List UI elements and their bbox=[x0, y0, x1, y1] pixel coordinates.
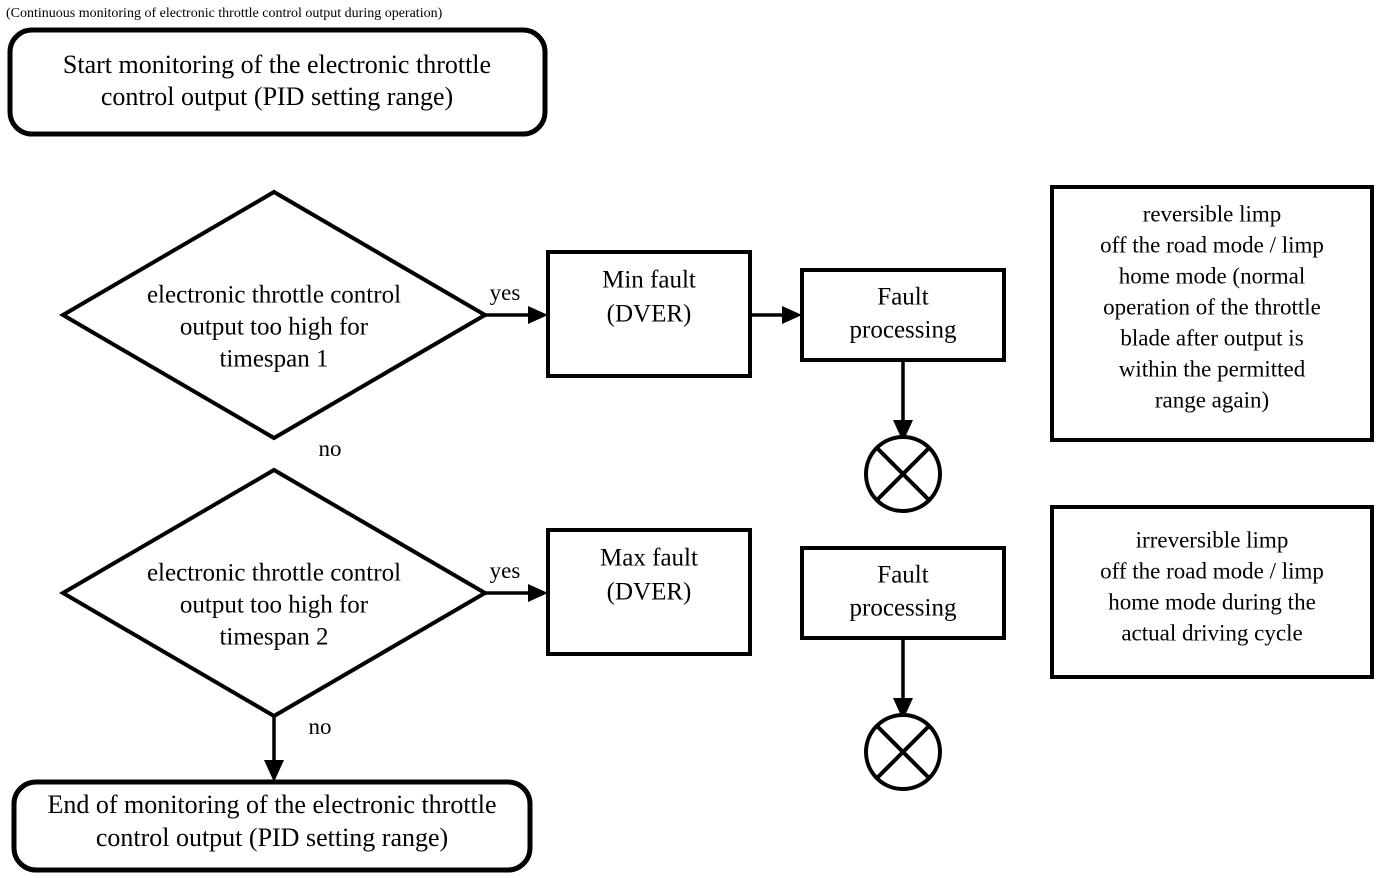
note-irreversible-line3: home mode during the bbox=[1108, 589, 1316, 614]
note-reversible-line4: operation of the throttle bbox=[1103, 294, 1321, 319]
note-reversible-line2: off the road mode / limp bbox=[1100, 232, 1324, 257]
edge-decision2-yes: yes bbox=[485, 558, 548, 602]
decision-node-timespan-2: electronic throttle control output too h… bbox=[59, 467, 489, 719]
decision-node-timespan-1: electronic throttle control output too h… bbox=[59, 189, 489, 441]
start-node: Start monitoring of the electronic throt… bbox=[7, 27, 548, 137]
decision-2-line1: electronic throttle control bbox=[147, 560, 401, 587]
note-reversible-line7: range again) bbox=[1155, 387, 1269, 412]
end-node-shape bbox=[11, 779, 533, 873]
edge-decision2-no: no bbox=[264, 714, 332, 782]
max-fault-node: Max fault (DVER) bbox=[546, 528, 752, 656]
edge-label-no-1: no bbox=[319, 436, 342, 461]
note-irreversible-line1: irreversible limp bbox=[1136, 527, 1289, 552]
edge-minfault-to-faultproc1 bbox=[750, 306, 802, 324]
diagram-caption: (Continuous monitoring of electronic thr… bbox=[6, 6, 443, 21]
fault-processing-2-line2: processing bbox=[850, 595, 957, 622]
max-fault-shape bbox=[546, 528, 752, 656]
edge-label-yes-1: yes bbox=[490, 280, 521, 305]
edge-minfault-arrowhead bbox=[782, 306, 802, 324]
circle-cross-connector-1 bbox=[864, 435, 942, 513]
decision-2-line2: output too high for bbox=[180, 592, 369, 619]
edge-faultproc2-to-connector2 bbox=[893, 638, 913, 720]
start-node-shape bbox=[7, 27, 548, 137]
max-fault-line2: (DVER) bbox=[607, 579, 692, 606]
start-node-line1: Start monitoring of the electronic throt… bbox=[63, 50, 491, 79]
note-reversible-line1: reversible limp bbox=[1143, 201, 1282, 226]
edge-faultproc1-to-connector1 bbox=[893, 360, 913, 442]
edge-decision1-yes-arrowhead bbox=[528, 306, 548, 324]
note-reversible-line6: within the permitted bbox=[1119, 356, 1306, 381]
note-reversible-shape bbox=[1050, 185, 1374, 442]
min-fault-node: Min fault (DVER) bbox=[546, 250, 752, 378]
edge-decision2-yes-arrowhead bbox=[528, 584, 548, 602]
min-fault-line1: Min fault bbox=[602, 267, 696, 294]
min-fault-line2: (DVER) bbox=[607, 301, 692, 328]
note-reversible-limp: reversible limp off the road mode / limp… bbox=[1050, 185, 1374, 442]
decision-1-line3: timespan 1 bbox=[219, 346, 328, 373]
end-node-line1: End of monitoring of the electronic thro… bbox=[47, 790, 496, 819]
edge-faultproc2-arrowhead bbox=[893, 698, 913, 720]
edge-faultproc1-arrowhead bbox=[893, 420, 913, 442]
fault-processing-1-line2: processing bbox=[850, 317, 957, 344]
edge-decision2-no-arrowhead bbox=[264, 760, 284, 782]
circle-cross-connector-1-slash-b bbox=[875, 446, 931, 502]
note-irreversible-limp: irreversible limp off the road mode / li… bbox=[1050, 505, 1374, 679]
circle-cross-connector-2 bbox=[864, 713, 942, 791]
note-reversible-line3: home mode (normal bbox=[1119, 263, 1306, 288]
fault-processing-node-1: Fault processing bbox=[800, 268, 1006, 362]
decision-2-line3: timespan 2 bbox=[219, 624, 328, 651]
decision-1-line1: electronic throttle control bbox=[147, 282, 401, 309]
note-irreversible-shape bbox=[1050, 505, 1374, 679]
edge-label-no-2: no bbox=[309, 714, 332, 739]
edge-label-yes-2: yes bbox=[490, 558, 521, 583]
edge-decision1-yes: yes bbox=[485, 280, 548, 324]
note-reversible-line5: blade after output is bbox=[1120, 325, 1303, 350]
circle-cross-connector-2-slash-b bbox=[875, 724, 931, 780]
fault-processing-1-line1: Fault bbox=[877, 284, 928, 311]
note-irreversible-line4: actual driving cycle bbox=[1121, 620, 1302, 645]
fault-processing-1-shape bbox=[800, 268, 1006, 362]
start-node-line2: control output (PID setting range) bbox=[101, 82, 453, 111]
end-node-line2: control output (PID setting range) bbox=[96, 823, 448, 852]
decision-1-line2: output too high for bbox=[180, 314, 369, 341]
end-node: End of monitoring of the electronic thro… bbox=[11, 779, 533, 873]
fault-processing-2-line1: Fault bbox=[877, 562, 928, 589]
max-fault-line1: Max fault bbox=[600, 545, 698, 572]
note-irreversible-line2: off the road mode / limp bbox=[1100, 558, 1324, 583]
fault-processing-node-2: Fault processing bbox=[800, 546, 1006, 640]
